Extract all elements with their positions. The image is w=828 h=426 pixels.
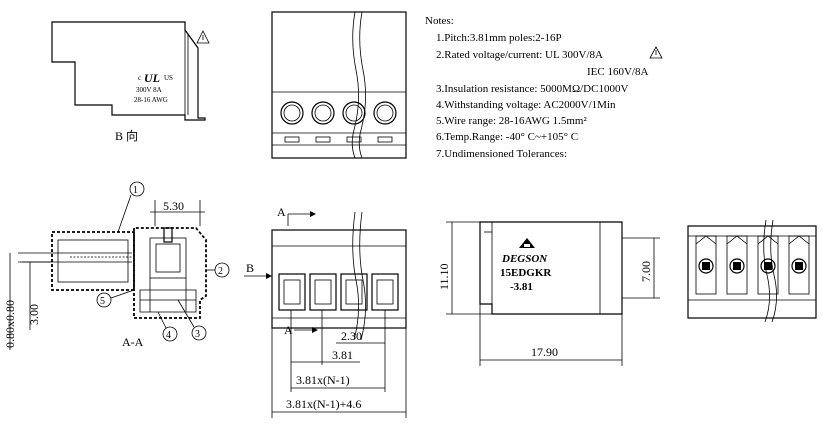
dim-3-81-n-4-6: 3.81x(N-1)+4.6 bbox=[286, 397, 361, 411]
note-2: 2.Rated voltage/current: UL 300V/8A bbox=[436, 49, 603, 61]
dim-7-00: 7.00 bbox=[639, 261, 653, 282]
notes-heading: Notes: bbox=[425, 15, 454, 27]
dim-2-30: 2.30 bbox=[341, 329, 362, 343]
svg-text:2: 2 bbox=[218, 266, 223, 277]
socket-row bbox=[278, 273, 399, 311]
ul-mark: UL bbox=[144, 71, 160, 85]
notes-block: Notes: 1.Pitch:3.81mm poles:2-16P 2.Rate… bbox=[425, 15, 663, 160]
dim-3-81: 3.81 bbox=[332, 348, 353, 362]
cert-awg: 28-16 AWG bbox=[134, 96, 168, 104]
note-1: 1.Pitch:3.81mm poles:2-16P bbox=[436, 32, 562, 44]
marker-a-top: A bbox=[277, 205, 286, 219]
warning-icon bbox=[196, 30, 210, 44]
note-3: 3.Insulation resistance: 5000MΩ/DC1000V bbox=[436, 83, 628, 95]
callout-5: 5 bbox=[96, 289, 135, 308]
contact-row bbox=[695, 235, 810, 295]
svg-text:4: 4 bbox=[166, 330, 171, 341]
note-5: 5.Wire range: 28-16AWG 1.5mm² bbox=[436, 115, 587, 127]
section-label: A-A bbox=[122, 335, 144, 349]
cert-label: c UL US 300V 8A 28-16 AWG bbox=[134, 71, 173, 104]
svg-text:1: 1 bbox=[133, 185, 138, 196]
brand-pitch: -3.81 bbox=[510, 281, 533, 293]
marker-a-bottom: A bbox=[284, 323, 293, 337]
view-b: c UL US 300V 8A 28-16 AWG B 向 bbox=[51, 21, 210, 143]
callout-3: 3 bbox=[177, 299, 207, 341]
marker-b: B bbox=[246, 261, 254, 275]
note-6: 6.Temp.Range: -40° C~+105° C bbox=[436, 131, 578, 143]
view-b-label: B 向 bbox=[115, 128, 138, 143]
cert-c: c bbox=[138, 74, 141, 82]
side-view: DEGSON 15EDGKR -3.81 11.10 7.00 17.90 bbox=[437, 221, 660, 366]
dim-0-80: 0.80x0.80 bbox=[3, 300, 17, 348]
screw-row-top bbox=[280, 101, 397, 125]
callout-4: 4 bbox=[157, 311, 178, 342]
svg-text:5: 5 bbox=[100, 296, 105, 307]
dim-3-00: 3.00 bbox=[27, 304, 41, 325]
dim-5-30: 5.30 bbox=[163, 199, 184, 213]
brand-name: DEGSON bbox=[501, 253, 548, 265]
rear-view bbox=[687, 219, 817, 323]
dim-3-81-n: 3.81x(N-1) bbox=[296, 373, 350, 387]
note-7: 7.Undimensioned Tolerances: bbox=[436, 148, 567, 160]
degson-logo-icon bbox=[519, 238, 535, 248]
cert-rating: 300V 8A bbox=[136, 86, 162, 94]
front-view-top bbox=[271, 11, 407, 159]
note-4: 4.Withstanding voltage: AC2000V/1Min bbox=[436, 99, 616, 111]
callout-2: 2 bbox=[206, 262, 230, 278]
cert-us: US bbox=[164, 74, 173, 82]
front-view-center: A A B 2.30 3.81 3.81x(N-1) 3.81x(N-1)+4.… bbox=[244, 205, 407, 418]
svg-text:3: 3 bbox=[195, 329, 200, 340]
brand-model: 15EDGKR bbox=[500, 267, 552, 279]
warning-icon bbox=[649, 46, 663, 59]
callout-1: 1 bbox=[117, 181, 145, 233]
dim-11-10: 11.10 bbox=[437, 263, 451, 290]
dim-17-90: 17.90 bbox=[531, 345, 558, 359]
note-2-iec: IEC 160V/8A bbox=[587, 66, 648, 78]
section-a-a: 5.30 3.00 0.80x0.80 1 2 3 4 bbox=[3, 181, 230, 350]
